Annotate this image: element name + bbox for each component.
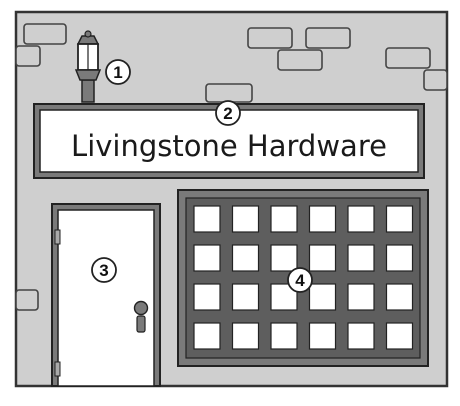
wall-lamp: [74, 30, 102, 103]
window-pane: [308, 322, 337, 350]
marker-sign: 2: [215, 100, 241, 126]
window-pane: [385, 244, 414, 272]
brick: [247, 27, 293, 49]
lamp-finial: [84, 30, 92, 38]
marker-lamp: 1: [105, 59, 131, 85]
marker-number: 2: [223, 104, 232, 123]
window-pane: [231, 283, 260, 311]
window-pane: [385, 205, 414, 233]
window-panes: [193, 205, 414, 350]
door-lock: [133, 300, 149, 333]
window-pane: [193, 244, 221, 272]
marker-number: 3: [99, 261, 108, 280]
window-pane: [308, 205, 337, 233]
brick: [205, 83, 253, 103]
window-pane: [347, 205, 375, 233]
window-pane: [308, 244, 337, 272]
window-pane: [270, 322, 298, 350]
window-pane: [385, 322, 414, 350]
marker-number: 1: [113, 63, 122, 82]
window-pane: [347, 283, 375, 311]
marker-number: 4: [295, 271, 305, 290]
number-markers: 1 2 3 4: [91, 59, 313, 293]
lamp-bracket: [81, 79, 95, 103]
brick: [277, 49, 323, 71]
window-pane: [347, 322, 375, 350]
door-hinge: [54, 229, 61, 245]
window-pane: [347, 244, 375, 272]
lamp-base: [74, 69, 102, 81]
brick: [385, 47, 431, 69]
window-pane: [231, 205, 260, 233]
marker-circle: [215, 100, 241, 126]
marker-circle: [91, 257, 117, 283]
window-pane: [308, 283, 337, 311]
marker-window: 4: [287, 267, 313, 293]
window-pane: [385, 283, 414, 311]
door: [57, 209, 155, 387]
window-pane: [270, 244, 298, 272]
window-pane: [193, 322, 221, 350]
brick: [23, 23, 67, 45]
window-pane: [193, 205, 221, 233]
door-knob: [133, 300, 149, 316]
window-pane: [231, 322, 260, 350]
shop-sign-text: Livingstone Hardware: [71, 129, 387, 163]
marker-door: 3: [91, 257, 117, 283]
brick: [15, 45, 41, 67]
door-hinge: [54, 361, 61, 377]
brick: [305, 27, 351, 49]
window-pane: [193, 283, 221, 311]
wall-bricks: [15, 23, 448, 311]
window-pane: [231, 244, 260, 272]
marker-circle: [287, 267, 313, 293]
brick: [15, 289, 39, 311]
brick: [423, 69, 448, 91]
window-pane: [270, 205, 298, 233]
keyhole-plate: [136, 315, 146, 333]
marker-circle: [105, 59, 131, 85]
